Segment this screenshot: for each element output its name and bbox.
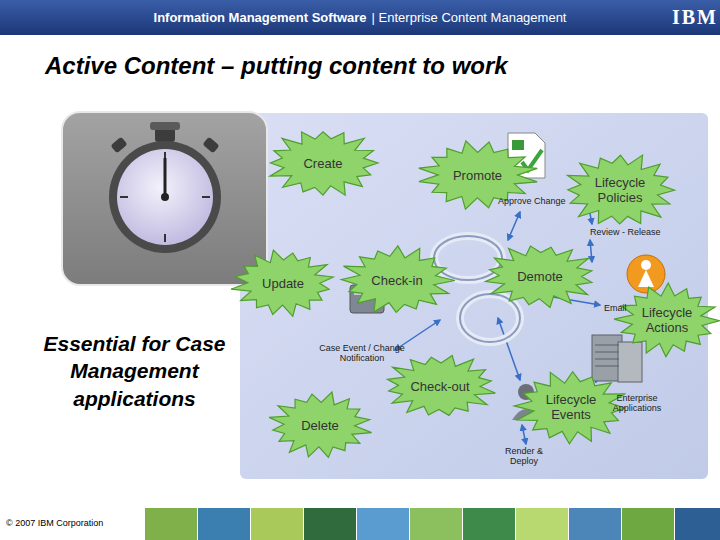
- node-label: Lifecycle Actions: [631, 305, 703, 335]
- icon-caption: Render & Deploy: [494, 446, 554, 467]
- node-label: Lifecycle Events: [531, 392, 610, 422]
- node-label: Demote: [517, 269, 563, 284]
- starburst-node: Check-in: [342, 247, 452, 313]
- icon-caption: Email: [604, 303, 627, 313]
- icon-caption: Case Event / Change Notification: [312, 343, 412, 364]
- side-note: Essential for Case Management applicatio…: [22, 330, 247, 412]
- stopwatch-box: [62, 112, 267, 285]
- node-label: Lifecycle Policies: [580, 175, 659, 205]
- header-text: | Enterprise Content Management: [372, 10, 567, 25]
- stopwatch-symbol: [109, 122, 221, 253]
- header-text: Information Management Software: [154, 10, 367, 25]
- node-label: Update: [262, 276, 304, 291]
- starburst-node: Demote: [485, 245, 595, 307]
- starburst-node: Update: [233, 251, 333, 315]
- copyright-footer: © 2007 IBM Corporation: [6, 518, 103, 528]
- logo-text: IBM: [672, 6, 718, 29]
- footer-strip: [145, 508, 720, 540]
- starburst-node: Lifecycle Actions: [617, 285, 717, 355]
- starburst-node: Create: [268, 130, 378, 196]
- starburst-node: Check-out: [385, 355, 495, 417]
- node-label: Check-in: [371, 273, 422, 288]
- node-label: Create: [303, 156, 342, 171]
- icon-caption: Approve Change: [498, 196, 566, 206]
- starburst-node: Lifecycle Events: [516, 372, 626, 442]
- starburst-node: Lifecycle Policies: [565, 154, 675, 226]
- header-text-row: Information Management Software | Enterpr…: [0, 0, 720, 35]
- icon-caption: Enterprise Applications: [606, 393, 668, 414]
- starburst-node: Delete: [270, 393, 370, 457]
- node-label: Promote: [453, 168, 502, 183]
- action-icon: [627, 255, 665, 293]
- node-label: Delete: [301, 418, 339, 433]
- icon-caption: Review - Release: [590, 227, 661, 237]
- header-bar: [0, 0, 720, 35]
- node-label: Check-out: [410, 379, 469, 394]
- slide-title: Active Content – putting content to work: [45, 52, 508, 80]
